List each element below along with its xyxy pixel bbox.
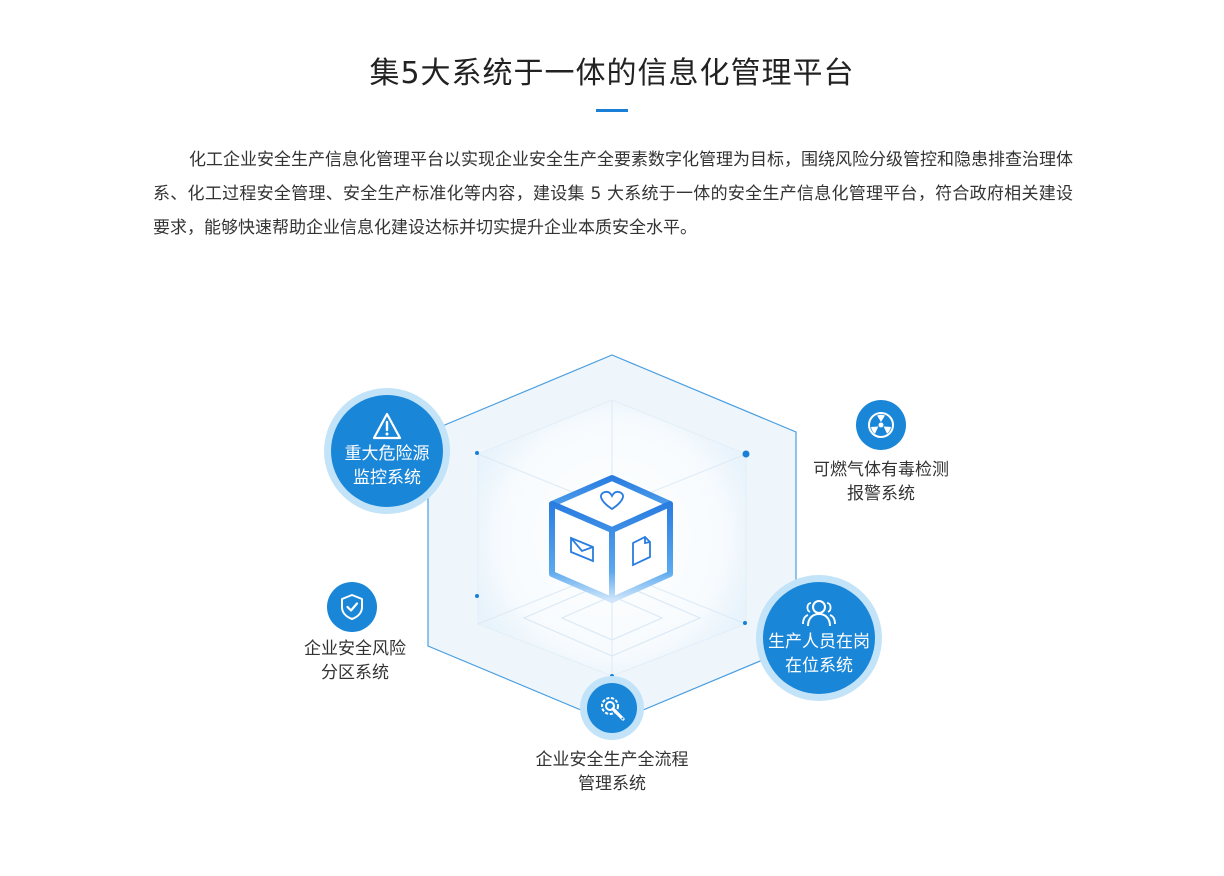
system-label-line1: 重大危险源 (344, 444, 430, 464)
system-label-line2: 分区系统 (321, 663, 389, 683)
system-risk-zoning-label: 企业安全风险 分区系统 (255, 637, 455, 685)
document-icon (632, 535, 651, 567)
system-personnel-on-duty[interactable]: 生产人员在岗 在位系统 (763, 582, 875, 694)
people-icon (801, 598, 837, 628)
system-label-line2: 监控系统 (353, 468, 421, 488)
gear-wrench-icon (597, 693, 627, 723)
system-label-line1: 企业安全生产全流程 (535, 750, 689, 770)
system-gas-detection-alarm[interactable] (856, 400, 906, 450)
system-gas-detection-label: 可燃气体有毒检测 报警系统 (781, 458, 981, 506)
system-label-line2: 报警系统 (847, 484, 915, 504)
corner-dots (475, 450, 750, 678)
heart-icon (600, 490, 624, 511)
system-label-line2: 管理系统 (578, 774, 646, 794)
floor-diamonds (522, 579, 702, 657)
system-full-process-management[interactable] (587, 683, 637, 733)
radiation-icon (867, 411, 895, 439)
system-risk-zoning[interactable] (327, 582, 377, 632)
mail-icon (570, 536, 594, 563)
system-label-line1: 企业安全风险 (304, 639, 406, 659)
title-underline (596, 109, 628, 112)
shield-check-icon (339, 593, 365, 621)
cube-icon (549, 475, 673, 603)
warning-icon (372, 412, 402, 440)
system-label-line1: 生产人员在岗 (768, 632, 870, 652)
intro-paragraph: 化工企业安全生产信息化管理平台以实现企业安全生产全要素数字化管理为目标，围绕风险… (153, 150, 1073, 238)
system-major-hazard-monitoring[interactable]: 重大危险源 监控系统 (331, 395, 443, 507)
system-full-process-label: 企业安全生产全流程 管理系统 (512, 748, 712, 796)
system-label-line1: 可燃气体有毒检测 (813, 460, 949, 480)
page-title: 集5大系统于一体的信息化管理平台 (369, 56, 855, 91)
system-label-line2: 在位系统 (785, 656, 853, 676)
